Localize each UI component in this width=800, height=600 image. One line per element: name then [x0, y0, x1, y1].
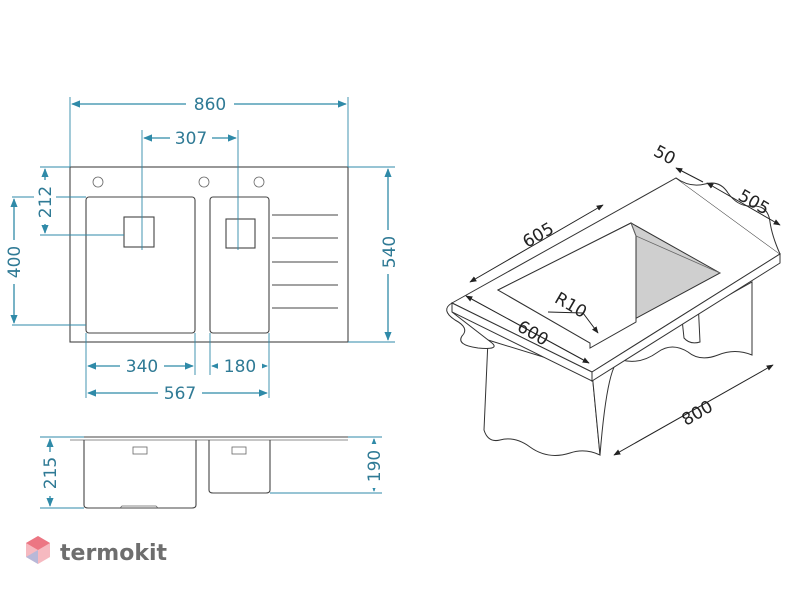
large-bowl-section — [83, 440, 197, 509]
brand-name: termokit — [60, 541, 167, 566]
dim-small-bowl-width: 180 — [224, 357, 256, 377]
dim-bowl-depth: 400 — [5, 246, 25, 278]
dim-overall-width: 860 — [194, 95, 226, 115]
dim-bowl-spacing: 307 — [175, 129, 207, 149]
cabinet-side-panel — [591, 281, 753, 456]
dim-overall-depth: 540 — [380, 236, 400, 268]
dim-large-bowl-height: 215 — [41, 457, 61, 489]
side-view: 215 190 — [39, 436, 385, 509]
tap-hole — [198, 176, 210, 188]
large-bowl-drain — [123, 216, 155, 248]
sink-outline — [69, 166, 349, 343]
small-bowl-section — [208, 440, 271, 494]
dim-bowls-total-width: 567 — [164, 384, 196, 404]
top-view: 860 307 540 400 212 340 180 567 — [3, 92, 400, 404]
dim-drainer-width: 50 — [650, 142, 678, 170]
cabinet-view: 50 505 605 R10 600 800 — [446, 142, 781, 456]
small-bowl — [209, 196, 270, 334]
worktop-edge-side — [591, 253, 781, 382]
dim-large-bowl-width: 340 — [126, 357, 158, 377]
dim-small-bowl-height: 190 — [365, 450, 385, 482]
dim-cabinet-width: 800 — [678, 397, 716, 431]
drainer-grooves — [272, 214, 338, 309]
brand-logo: termokit — [26, 536, 167, 566]
tap-hole — [253, 176, 265, 188]
tap-hole — [92, 176, 104, 188]
small-bowl-drain — [225, 218, 256, 249]
dim-tap-hole-offset: 212 — [36, 186, 56, 218]
large-bowl — [85, 196, 196, 334]
